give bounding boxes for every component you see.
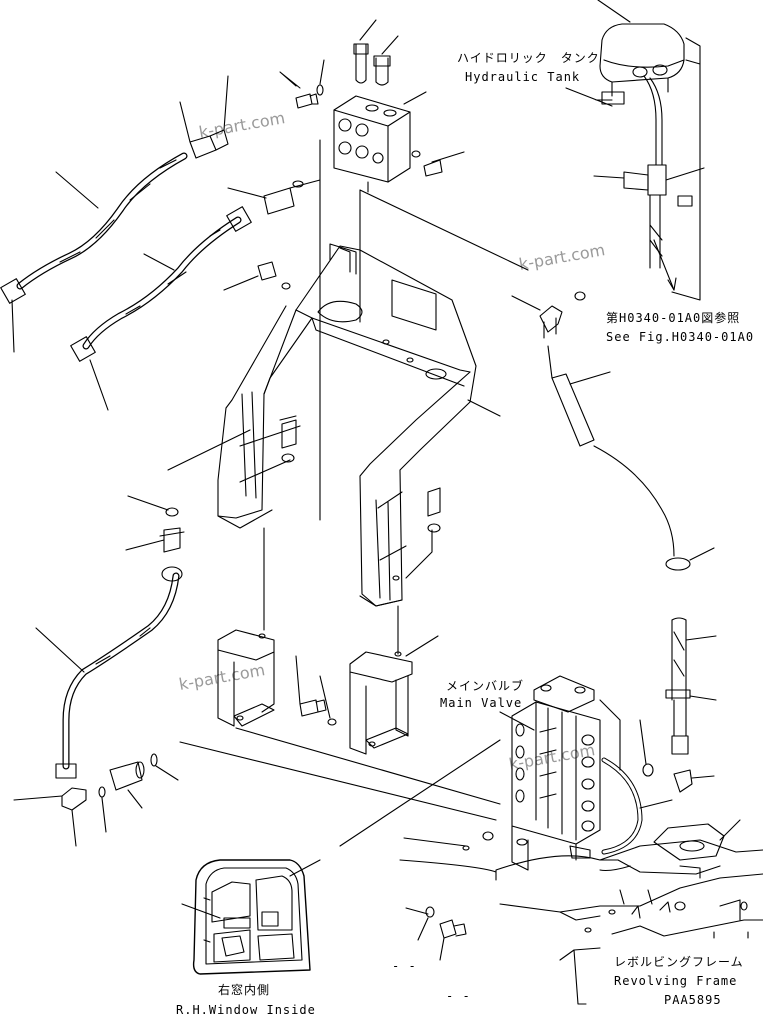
watermark-2: k-part.com: [517, 240, 606, 274]
window-inset: [181, 859, 321, 975]
dash-marker-b: - -: [446, 989, 471, 1003]
main-valve-label-en: Main Valve: [440, 696, 522, 710]
hydraulic-tank-leader: [565, 87, 613, 107]
watermark-4: k-part.com: [507, 740, 596, 774]
drawing-code: PAA5895: [664, 993, 722, 1007]
lower-bracket-left: [217, 629, 275, 727]
leader-lines-b: [179, 727, 501, 873]
lower-bracket-right: [349, 605, 439, 755]
hydraulic-tank-label-en: Hydraulic Tank: [465, 70, 580, 84]
see-fig-label-en: See Fig.H0340-01A0: [606, 330, 754, 344]
hydraulic-tank: [593, 0, 705, 301]
window-label-jp: 右窓内側: [218, 982, 270, 997]
main-valve-label-jp: メインバルブ: [446, 678, 524, 693]
main-valve: [511, 675, 673, 871]
hose-mid-left: [11, 206, 252, 411]
hose-lower-left: [35, 566, 183, 779]
hose-upper-left: [0, 152, 188, 304]
main-valve-leader: [499, 711, 535, 731]
revolving-frame-label-en: Revolving Frame: [614, 974, 737, 988]
hydraulic-tank-label-jp: ハイドロリック タンク: [457, 51, 600, 65]
see-fig-label-jp: 第H0340-01A0図参照: [606, 310, 740, 325]
bracket-stand: [217, 243, 501, 607]
dash-marker-a: - -: [392, 959, 417, 973]
fittings-lower-left: [13, 429, 251, 847]
revolving-frame-label-jp: レボルビングフレーム: [614, 955, 744, 969]
tube-right: [511, 291, 717, 793]
revolving-frame: [495, 699, 763, 1005]
bolts-bottom: [405, 831, 494, 961]
window-label-en: R.H.Window Inside: [176, 1003, 316, 1017]
leader-lines-a: [263, 139, 529, 631]
bolts-center: [223, 261, 441, 726]
watermark-3: k-part.com: [177, 660, 266, 694]
valve-block: [179, 19, 465, 215]
